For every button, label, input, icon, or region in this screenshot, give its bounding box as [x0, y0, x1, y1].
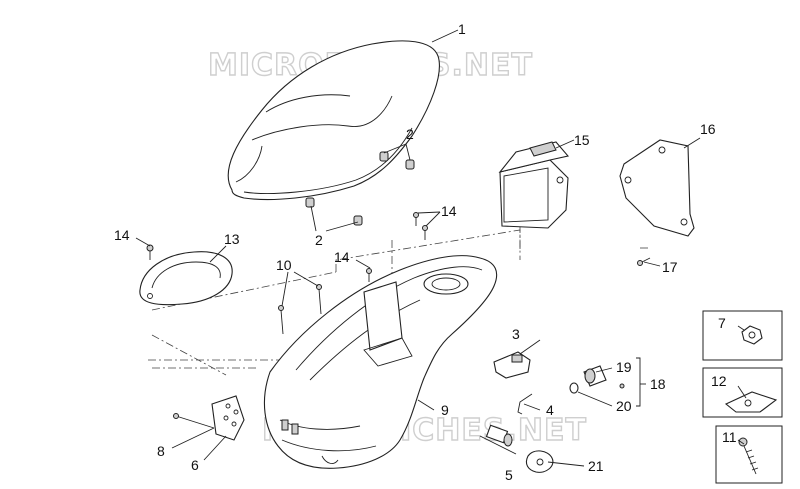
bracket-part-15 — [498, 141, 570, 229]
callout-9: 9 — [441, 402, 449, 418]
storage-compartment-part-9 — [263, 255, 498, 469]
callout-16: 16 — [700, 121, 716, 137]
screws-part-14 — [366, 212, 428, 282]
callout-4: 4 — [546, 402, 554, 418]
inset-box-part-7 — [702, 310, 783, 361]
cover-part-13 — [139, 251, 233, 306]
callout-14-top: 14 — [441, 203, 457, 219]
spring-part-19 — [583, 365, 607, 387]
callout-17: 17 — [662, 259, 678, 275]
pin-part-8 — [173, 413, 215, 429]
callout-labels: 1 2 2 3 4 5 6 7 8 9 10 11 12 13 14 14 14… — [114, 21, 737, 483]
callout-20: 20 — [616, 398, 632, 414]
clip-part-3 — [493, 351, 531, 379]
latch-part-21 — [525, 450, 554, 473]
callout-18: 18 — [650, 376, 666, 392]
callout-5: 5 — [505, 467, 513, 483]
screws-part-10 — [278, 284, 322, 335]
inset-box-part-11 — [715, 425, 783, 484]
callout-13: 13 — [224, 231, 240, 247]
callout-19: 19 — [616, 359, 632, 375]
callout-7: 7 — [718, 315, 726, 331]
plate-part-16 — [619, 139, 695, 237]
callout-15: 15 — [574, 132, 590, 148]
callout-21: 21 — [588, 458, 604, 474]
callout-2-bottom: 2 — [315, 232, 323, 248]
callout-14-middle: 14 — [334, 249, 350, 265]
callout-1: 1 — [458, 21, 466, 37]
callout-6: 6 — [191, 457, 199, 473]
lock-part-5 — [485, 424, 513, 447]
bushing-part-20 — [569, 382, 579, 394]
leader-lines — [135, 29, 747, 467]
screw-part-17 — [637, 257, 651, 266]
grommets-part-2 — [305, 151, 415, 226]
callout-14-left: 14 — [114, 227, 130, 243]
callout-2-top: 2 — [406, 126, 414, 142]
callout-12: 12 — [711, 373, 727, 389]
rod-part-4 — [517, 393, 533, 415]
callout-3: 3 — [512, 326, 520, 342]
callout-8: 8 — [157, 443, 165, 459]
callout-10: 10 — [276, 257, 292, 273]
callout-11: 11 — [722, 429, 737, 445]
screw-part-14-left — [146, 244, 154, 260]
bracket-part-6 — [211, 395, 245, 441]
